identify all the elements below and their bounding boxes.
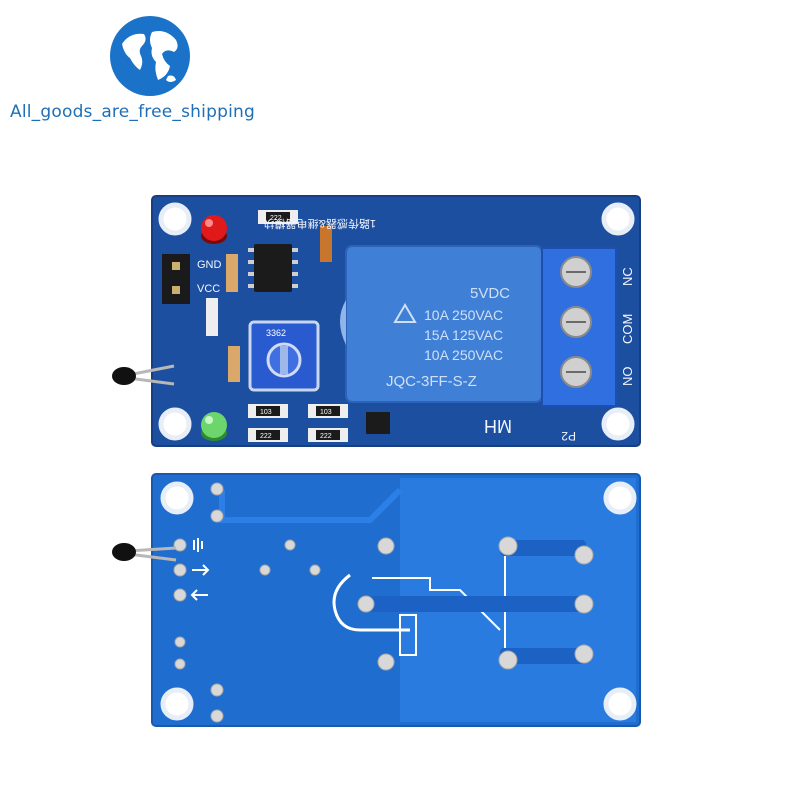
smd-capacitor	[228, 346, 240, 382]
smd-resistor: 222	[258, 210, 298, 224]
red-led	[201, 215, 227, 244]
relay-rating-1: 10A 250VAC	[424, 307, 503, 323]
svg-text:222: 222	[260, 433, 272, 440]
brand-mark: MH	[484, 416, 512, 436]
globe-logo-icon	[110, 16, 190, 96]
mounting-hole	[160, 687, 194, 721]
transistor	[366, 412, 390, 434]
thermistor-probe	[112, 364, 175, 386]
svg-text:222: 222	[320, 433, 332, 440]
mounting-hole	[601, 407, 635, 441]
ic-chip	[248, 244, 298, 292]
diode	[320, 226, 332, 262]
smd-capacitor	[226, 254, 238, 292]
pin-header	[162, 254, 190, 304]
smd-resistor: 222	[248, 428, 288, 442]
com-label: COM	[620, 314, 635, 344]
board-title: 1路传感器&继电器模块	[264, 217, 376, 230]
vcc-label: VCC	[197, 283, 220, 295]
svg-text:103: 103	[320, 409, 332, 416]
nc-label: NC	[620, 267, 635, 286]
p2-label: P2	[561, 429, 576, 443]
mounting-hole	[158, 202, 192, 236]
smd-resistor: 103	[308, 404, 348, 418]
svg-text:222: 222	[270, 215, 282, 222]
mounting-hole	[158, 407, 192, 441]
relay-voltage: 5VDC	[470, 285, 510, 302]
smd-resistor: 103	[248, 404, 288, 418]
front-board: GND VCC 222 222 222	[112, 195, 641, 447]
relay-model: JQC-3FF-S-Z	[386, 373, 477, 390]
solder-pads	[173, 482, 594, 723]
gnd-label: GND	[197, 259, 222, 271]
relay-body: 5VDC 10A 250VAC 15A 125VAC 10A 250VAC JQ…	[340, 245, 543, 403]
potentiometer: 3362	[248, 320, 320, 392]
relay-rating-3: 10A 250VAC	[424, 347, 503, 363]
relay-rating-2: 15A 125VAC	[424, 327, 503, 343]
green-led	[201, 412, 227, 441]
no-label: NO	[620, 367, 635, 387]
pin-symbols	[190, 538, 210, 601]
smd-resistor	[206, 298, 218, 336]
svg-text:3362: 3362	[266, 328, 286, 338]
svg-text:103: 103	[260, 409, 272, 416]
smd-resistor: 222	[308, 428, 348, 442]
back-board	[112, 473, 641, 727]
mounting-hole	[601, 202, 635, 236]
watermark-text: All_goods_are_free_shipping	[10, 102, 255, 122]
thermistor-probe	[112, 543, 177, 562]
mounting-hole	[603, 481, 637, 515]
mounting-hole	[160, 481, 194, 515]
mounting-hole	[603, 687, 637, 721]
terminal-block	[541, 247, 617, 407]
